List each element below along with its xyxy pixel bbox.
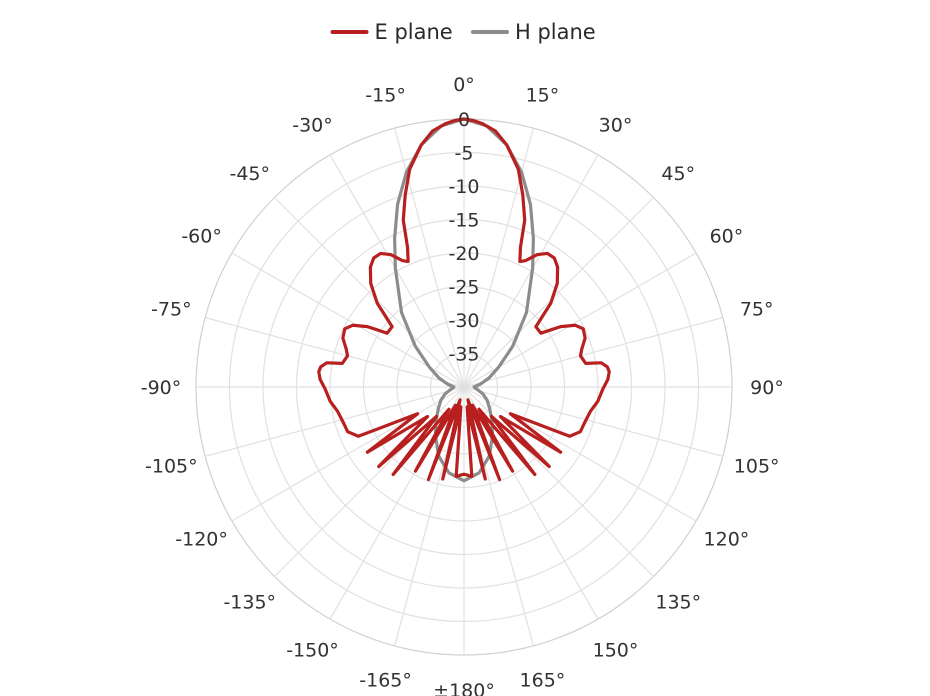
series-layer [317,117,611,483]
radial-tick-label: -5 [455,143,474,165]
angle-tick-label: -60° [181,226,222,248]
angle-tick-label: 120° [704,529,750,551]
grid-spoke [463,252,697,388]
grid-spoke [463,386,724,457]
radial-tick-label: 0 [458,109,470,131]
radial-tick-label: -20 [448,243,479,265]
angle-tick-label: -135° [223,591,276,613]
radial-tick-label: -15 [448,210,479,232]
grid-spoke [231,252,465,388]
grid-spoke [463,317,724,388]
radial-tick-labels: 0 -5 -10 -15 -20 -25 -30 -35 [448,109,479,366]
angle-tick-label: 150° [593,639,639,661]
radial-tick-label: -10 [448,176,479,198]
angle-tick-label: -15° [365,84,406,106]
angle-tick-label: 60° [710,226,744,248]
grid-spoke [204,317,465,388]
angle-tick-label: 45° [661,163,695,185]
angle-tick-label: -105° [145,455,198,477]
angle-tick-label: 75° [740,299,774,321]
angle-tick-label: 105° [734,455,780,477]
legend: E plane H plane [330,20,596,44]
grid-spoke [463,386,697,522]
radial-tick-label: -25 [448,277,479,299]
angle-tick-label: -120° [175,529,228,551]
angle-tick-label: 15° [526,84,560,106]
radial-tick-label: -35 [448,344,479,366]
angle-tick-label: ±180° [433,680,495,696]
grid-spoke [274,197,465,388]
angle-tick-label: 165° [520,670,566,692]
angle-tick-label: 0° [453,74,475,96]
angle-tick-label: 30° [599,115,633,137]
grid-spoke [231,386,465,522]
radial-tick-label: -30 [448,310,479,332]
angle-tick-label: 135° [655,591,701,613]
angle-tick-label: -90° [141,377,182,399]
angle-tick-label: -165° [359,670,412,692]
grid-spoke [463,197,654,388]
angle-tick-label: -45° [229,163,270,185]
angle-tick-label: -150° [286,639,339,661]
grid-spoke [204,386,465,457]
angle-tick-label: 90° [750,377,784,399]
angle-tick-label: -75° [151,299,192,321]
angle-tick-label: -30° [292,115,333,137]
polar-grid [195,118,733,656]
angle-tick-labels: 0° 15° 30° 45° 60° 75° 90° 105° 120° 135° 150° 165°… [141,74,784,696]
series-line-e-plane [317,117,611,482]
legend-label: E plane [375,20,453,44]
legend-label: H plane [515,20,596,44]
